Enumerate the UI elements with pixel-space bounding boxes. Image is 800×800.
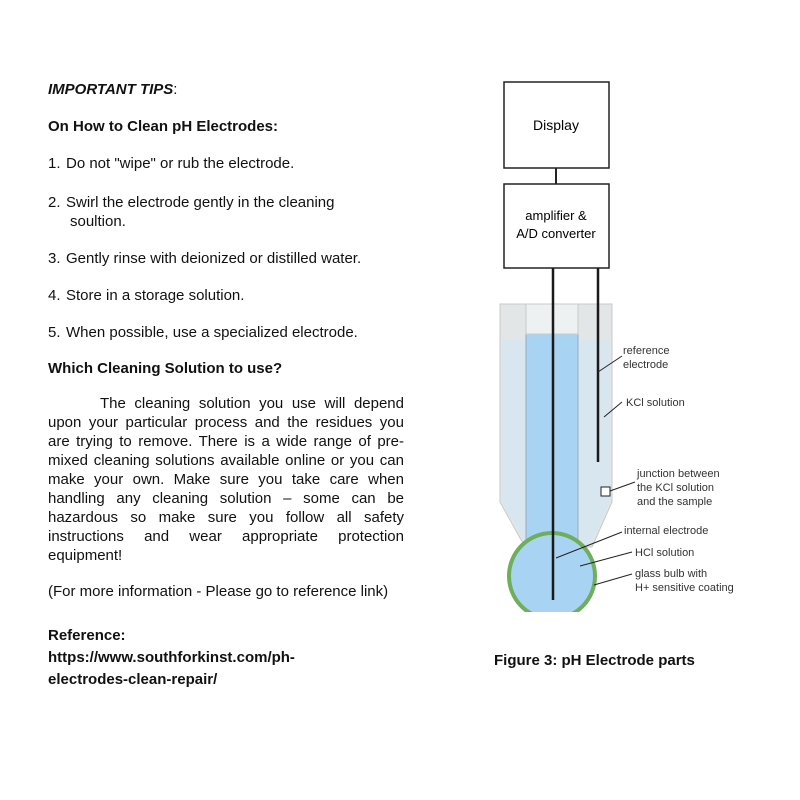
tip-3: 3.Gently rinse with deionized or distill… — [48, 250, 362, 267]
leader-kcl — [603, 401, 623, 418]
leader-internal — [555, 531, 623, 559]
label-junction-1: junction between — [636, 468, 720, 480]
label-junction-3: and the sample — [637, 496, 712, 508]
display-box — [503, 81, 610, 169]
reference-link[interactable]: https://www.southforkinst.com/ph-electro… — [48, 649, 295, 688]
label-kcl: KCl solution — [626, 397, 685, 409]
label-glass-bulb-1: glass bulb with — [635, 568, 707, 580]
amplifier-box — [503, 183, 610, 269]
label-internal-electrode: internal electrode — [624, 525, 708, 537]
tip-5: 5.When possible, use a specialized elect… — [48, 324, 358, 341]
label-junction-2: the KCl solution — [637, 482, 714, 494]
display-label: Display — [533, 117, 579, 133]
leader-hcl — [579, 551, 633, 567]
amplifier-label-line1: amplifier & — [525, 208, 587, 223]
reference-label: Reference: — [48, 627, 126, 644]
tip-2: 2.Swirl the electrode gently in the clea… — [48, 194, 335, 211]
label-hcl: HCl solution — [635, 547, 694, 559]
clean-heading: On How to Clean pH Electrodes: — [48, 118, 279, 135]
solution-heading: Which Cleaning Solution to use? — [48, 360, 283, 377]
tips-column: IMPORTANT TIPS: On How to Clean pH Elect… — [48, 70, 404, 691]
ph-electrode-diagram: Display amplifier & A/D converter refere… — [499, 81, 734, 612]
leader-reference — [597, 355, 623, 373]
leader-bulb — [593, 573, 633, 586]
label-reference-2: electrode — [623, 359, 668, 371]
important-tips-title: IMPORTANT TIPS: — [48, 81, 178, 98]
junction-marker — [600, 486, 611, 497]
solution-paragraph: The cleaning solution you use will depen… — [48, 395, 404, 564]
label-reference-1: reference — [623, 345, 669, 357]
tip-4: 4.Store in a storage solution. — [48, 287, 245, 304]
label-glass-bulb-2: H+ sensitive coating — [635, 582, 734, 594]
amplifier-label-line2: A/D converter — [516, 226, 596, 241]
tip-1: 1.Do not "wipe" or rub the electrode. — [48, 155, 295, 172]
more-info-text: (For more information - Please go to ref… — [48, 583, 389, 600]
leader-junction — [609, 481, 636, 492]
tip-2-continuation: soultion. — [70, 213, 126, 230]
figure-caption: Figure 3: pH Electrode parts — [494, 652, 695, 669]
